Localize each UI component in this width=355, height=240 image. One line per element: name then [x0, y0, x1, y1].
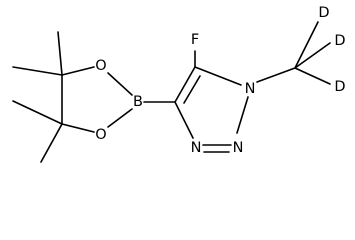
bond-n1-n2 [236, 96, 249, 134]
bond-c1-me-up [57, 31, 63, 76]
atom-o1: O [95, 58, 106, 74]
bond-o2-c2 [61, 123, 95, 133]
bond-n1-cd3 [256, 67, 296, 83]
bond-b-o2 [107, 108, 133, 128]
bond-c5-c4 [174, 66, 196, 103]
atom-o2: O [95, 127, 106, 143]
bond-c5-c4-double [183, 75, 201, 104]
atom-deuterium-3: D [334, 79, 345, 95]
atom-n1: N [245, 81, 256, 97]
atom-labels: F N N N B O O D D D [95, 5, 345, 156]
atom-n3: N [191, 140, 202, 156]
bond-cd3-d2 [294, 42, 331, 69]
atom-deuterium-1: D [318, 5, 329, 21]
atom-deuterium-2: D [334, 33, 345, 49]
bond-n3-c4 [174, 101, 194, 139]
atom-fluorine: F [191, 32, 199, 48]
bond-c1-me-left [12, 66, 63, 76]
bond-c2-me-left [12, 100, 63, 125]
bond-c2-me-down [40, 123, 63, 163]
bond-cd3-d1 [294, 21, 319, 69]
bond-b-o1 [107, 72, 133, 96]
atom-n2: N [233, 140, 244, 156]
bonds [12, 21, 331, 163]
bond-cd3-d3 [294, 67, 331, 85]
structure-canvas: F N N N B O O D D D [12, 5, 346, 163]
bond-o1-c1 [61, 66, 95, 76]
chemical-structure-diagram: F N N N B O O D D D [12, 5, 346, 163]
atom-boron: B [133, 94, 143, 110]
bond-c5-n1 [194, 66, 242, 86]
